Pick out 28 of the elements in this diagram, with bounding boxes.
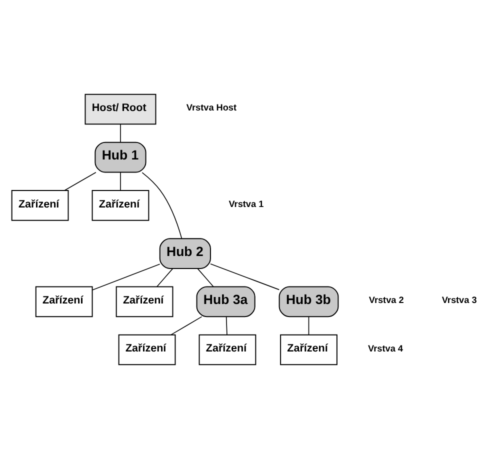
label: Vrstva 1 xyxy=(228,198,264,209)
node-box: Zařízení xyxy=(116,286,174,318)
node-box: Zařízení xyxy=(198,334,256,366)
node-box: Hub 3b xyxy=(278,286,339,318)
node-box: Zařízení xyxy=(280,334,338,366)
connector xyxy=(120,124,121,143)
connector xyxy=(210,263,280,290)
connector xyxy=(142,172,182,240)
node-box: Host/ Root xyxy=(84,94,156,125)
label: Vrstva 2 xyxy=(368,295,404,306)
connector xyxy=(64,172,96,191)
connector xyxy=(226,316,228,336)
connector xyxy=(197,268,214,288)
connector xyxy=(156,268,174,288)
connector xyxy=(92,264,160,290)
connector xyxy=(120,172,121,191)
node-box: Hub 2 xyxy=(159,238,211,269)
node-box: Hub 1 xyxy=(94,142,146,173)
connector xyxy=(170,316,202,336)
node-box: Zařízení xyxy=(118,334,176,366)
connector xyxy=(308,316,310,336)
node-box: Zařízení xyxy=(92,190,150,221)
label: Vrstva 4 xyxy=(368,343,403,354)
label: Vrstva Host xyxy=(186,102,237,113)
label: Vrstva 3 xyxy=(442,295,477,306)
node-box: Zařízení xyxy=(11,190,69,221)
node-box: Zařízení xyxy=(35,286,93,318)
node-box: Hub 3a xyxy=(196,286,256,318)
